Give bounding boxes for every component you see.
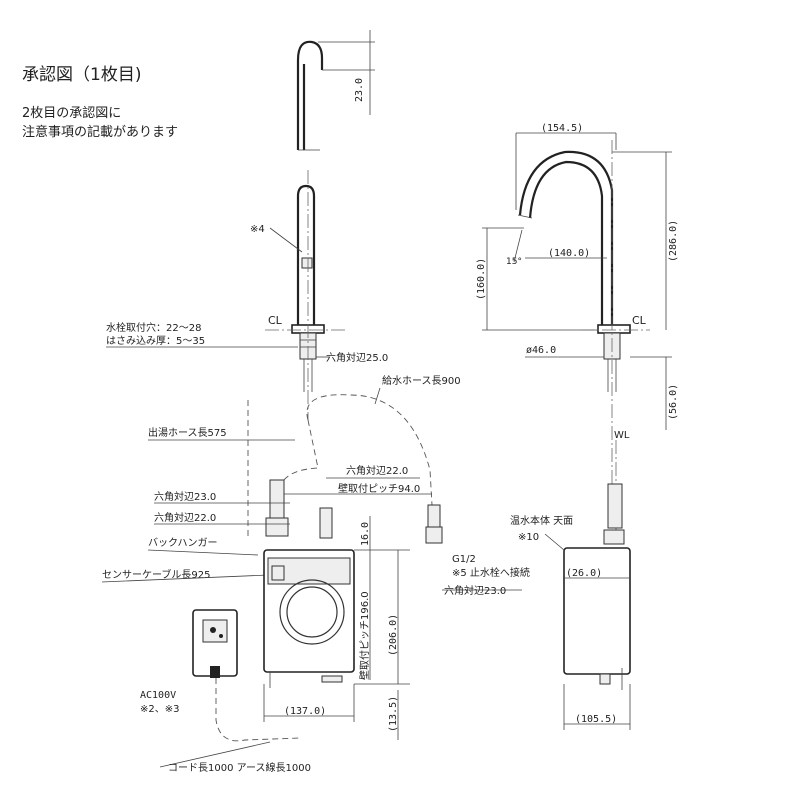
supply-hose-length: 給水ホース長900 bbox=[382, 374, 461, 387]
g12-thread: G1/2 bbox=[452, 554, 476, 565]
dim-top-23: 23.0 bbox=[354, 78, 365, 102]
hex-22-lower: 六角対辺22.0 bbox=[154, 511, 216, 524]
dim-16: 16.0 bbox=[360, 522, 371, 546]
front-view-faucet: 23.0 ※4 CL 水栓取付穴：22～28 はさみ込み厚：5～35 六角対辺2… bbox=[106, 30, 388, 420]
hex-25: 六角対辺25.0 bbox=[326, 351, 388, 364]
dim-206: (206.0) bbox=[388, 614, 399, 656]
note-line-1: 2枚目の承認図に bbox=[22, 105, 121, 121]
dim-137: (137.0) bbox=[284, 706, 326, 717]
note-4: ※4 bbox=[250, 224, 265, 235]
cl-label-front: CL bbox=[268, 314, 283, 327]
hex-23: 六角対辺23.0 bbox=[154, 490, 216, 503]
heater-front-view: 16.0 壁取付ピッチ196.0 (206.0) (13.5) (137.0) bbox=[263, 516, 410, 740]
heater-body-top: 温水本体 天面 bbox=[510, 514, 573, 527]
cord-length: コード長1000 アース線長1000 bbox=[168, 761, 311, 774]
note-5: ※5 止水栓へ接続 bbox=[452, 566, 530, 579]
angle-15: 15° bbox=[506, 257, 522, 267]
dim-26: (26.0) bbox=[566, 568, 602, 579]
drawing-title: 承認図（1枚目) bbox=[22, 65, 141, 85]
hole-spec: 水栓取付穴：22～28 bbox=[106, 321, 201, 334]
hot-hose-length: 出湯ホース長575 bbox=[148, 426, 227, 439]
dia-46: ø46.0 bbox=[526, 345, 556, 356]
dim-width-154: (154.5) bbox=[541, 123, 583, 134]
sensor-cable-length: センサーケーブル長925 bbox=[102, 568, 211, 581]
power-outlet: AC100V ※2、※3 コード長1000 アース線長1000 bbox=[140, 609, 311, 774]
dim-below-56: (56.0) bbox=[668, 384, 679, 420]
dim-spout-160: (160.0) bbox=[476, 258, 487, 300]
note-10: ※10 bbox=[518, 532, 539, 543]
cl-label-side: CL bbox=[632, 314, 647, 327]
hose-routing: 給水ホース長900 出湯ホース長575 六角対辺22.0 壁取付ピッチ94.0 … bbox=[101, 374, 530, 597]
clamp-spec: はさみ込み厚：5～35 bbox=[106, 335, 205, 347]
note-line-2: 注意事項の記載があります bbox=[22, 124, 178, 140]
dim-reach-140: (140.0) bbox=[548, 248, 590, 259]
dim-196: 壁取付ピッチ196.0 bbox=[358, 591, 371, 680]
heater-side-view: WL 温水本体 天面 ※10 (26.0) (105.5) bbox=[510, 430, 631, 730]
wall-pitch-94: 壁取付ピッチ94.0 bbox=[338, 482, 420, 495]
dim-13-5: (13.5) bbox=[388, 696, 399, 732]
side-view-faucet: (154.5) (286.0) (140.0) 15° (160.0) CL ø… bbox=[476, 123, 679, 520]
hex-23-right: 六角対辺23.0 bbox=[444, 584, 506, 597]
dim-height-286: (286.0) bbox=[668, 220, 679, 262]
hex-22-upper: 六角対辺22.0 bbox=[346, 464, 408, 477]
dim-105-5: (105.5) bbox=[575, 714, 617, 725]
note-2-3: ※2、※3 bbox=[140, 704, 179, 715]
wl-label: WL bbox=[614, 430, 630, 441]
ac-100v: AC100V bbox=[140, 690, 176, 701]
back-hanger: バックハンガー bbox=[148, 537, 218, 549]
